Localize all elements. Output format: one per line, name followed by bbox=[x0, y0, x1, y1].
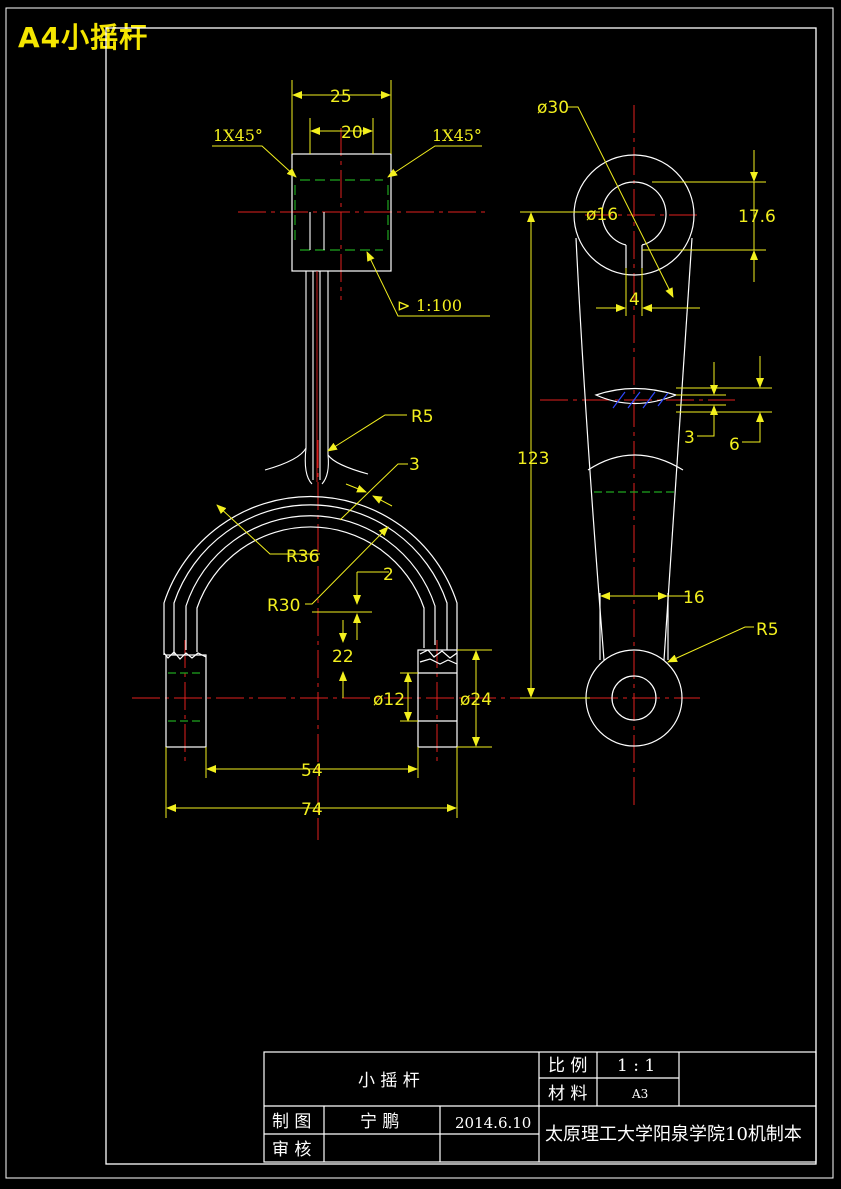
taper-symbol: ⊳ bbox=[397, 296, 410, 315]
drawing-frame bbox=[5, 7, 834, 1179]
drawn-name: 宁 鹏 bbox=[360, 1112, 399, 1132]
page-title: A4小摇杆 bbox=[18, 21, 149, 54]
bore-dia-label: ø12 bbox=[373, 690, 405, 710]
drawn-label: 制 图 bbox=[272, 1112, 311, 1132]
top-outer-dia-label: ø30 bbox=[537, 98, 569, 118]
material-label: 材 料 bbox=[548, 1084, 587, 1104]
side-dimensions bbox=[520, 106, 772, 699]
outer-span-label: 74 bbox=[301, 800, 323, 820]
right-boss bbox=[417, 649, 458, 748]
left-boss-hidden bbox=[168, 672, 204, 722]
top-bore-dia-label: ø16 bbox=[586, 205, 618, 225]
side-view: ø30 ø16 17.6 4 123 3 6 16 R5 bbox=[517, 98, 779, 805]
section-thickness-label: 3 bbox=[684, 428, 695, 448]
dim-top-width: 25 bbox=[330, 87, 352, 107]
part-name: 小 摇 杆 bbox=[358, 1071, 420, 1091]
u-arc-body bbox=[163, 495, 458, 655]
chamfer-left-label: 1X45° bbox=[213, 126, 263, 145]
front-dimensions bbox=[165, 80, 492, 818]
rib-thickness-label: 3 bbox=[409, 455, 420, 475]
scale-value: 1 : 1 bbox=[617, 1056, 655, 1076]
checked-label: 审 核 bbox=[272, 1140, 311, 1160]
boss-dia-label: ø24 bbox=[460, 690, 492, 710]
hub-block bbox=[291, 153, 392, 272]
front-center-lines bbox=[132, 128, 520, 840]
side-fillet-label: R5 bbox=[756, 620, 779, 640]
left-boss bbox=[163, 651, 207, 748]
drawing-date: 2014.6.10 bbox=[455, 1114, 531, 1132]
scale-label: 比 例 bbox=[548, 1056, 587, 1076]
front-fillet-label: R5 bbox=[411, 407, 434, 427]
keyway-width-label: 4 bbox=[629, 290, 640, 310]
offset-height-label: 22 bbox=[332, 647, 354, 667]
inner-span-label: 54 bbox=[301, 761, 323, 781]
front-view: 25 20 1X45° 1X45° ⊳ 1:100 R5 3 R36 R30 2… bbox=[132, 80, 520, 840]
inner-radius-label: R30 bbox=[267, 596, 300, 616]
chamfer-right-label: 1X45° bbox=[432, 126, 482, 145]
outer-radius-label: R36 bbox=[286, 547, 319, 567]
thin-arm bbox=[264, 271, 369, 485]
arm-width-label: 16 bbox=[683, 588, 705, 608]
title-block bbox=[263, 1051, 817, 1163]
section-width-label: 6 bbox=[729, 435, 740, 455]
dim-bore-width: 20 bbox=[341, 123, 363, 143]
material-value: A3 bbox=[631, 1087, 648, 1101]
center-distance-label: 123 bbox=[517, 449, 549, 469]
hub-slot bbox=[309, 212, 325, 250]
hub-bore-hidden bbox=[294, 179, 389, 251]
institution-name: 太原理工大学阳泉学院10机制本 bbox=[545, 1124, 802, 1145]
section-hatch bbox=[612, 391, 669, 409]
taper-label: 1:100 bbox=[416, 296, 462, 315]
top-boss bbox=[573, 154, 695, 276]
keyway-depth-label: 17.6 bbox=[738, 207, 776, 227]
offset-small-label: 2 bbox=[383, 565, 394, 585]
